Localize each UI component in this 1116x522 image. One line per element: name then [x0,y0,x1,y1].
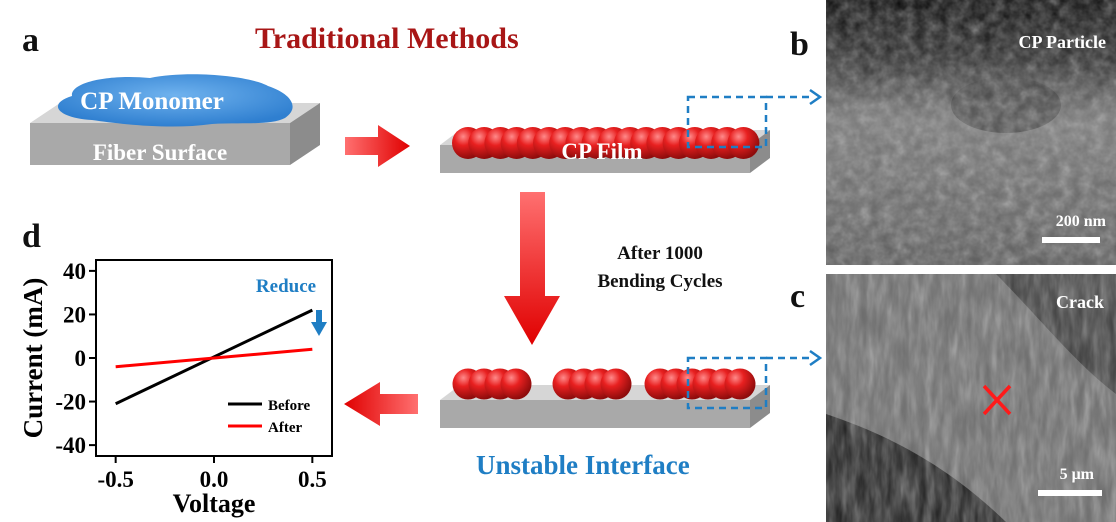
sem-image-particle: CP Particle 200 nm [826,0,1116,265]
panel-label-b: b [790,26,809,63]
y-tick-label: 40 [63,259,86,284]
y-axis-label: Current (mA) [18,278,48,439]
arrow-down [504,192,560,345]
reduce-annotation: Reduce [256,276,316,297]
bending-caption: After 1000 Bending Cycles [560,240,760,296]
panel-label-a: a [22,22,39,59]
panel-label-c: c [790,278,806,315]
y-tick-label: 0 [75,346,87,371]
cp-sphere [727,127,760,159]
x-axis-label: Voltage [173,489,256,518]
sem-crack-texture [826,274,1116,522]
cp-sphere [724,368,756,400]
sem-b-scale-bar [1042,237,1100,243]
cp-monomer-blob [57,74,293,127]
x-tick-label: -0.5 [97,467,133,492]
y-tick-label: -20 [55,390,86,415]
cp-film-spheres [452,127,760,159]
iv-chart: -0.5 0.0 0.5 40 20 0 -20 -40 Current (mA) Volta… [18,259,333,518]
reduce-down-arrow [311,310,327,336]
series-line-after [115,347,313,369]
crack-x-mark [982,384,1012,416]
cp-sphere [600,368,632,400]
sem-b-label: CP Particle [1018,32,1106,52]
panel-label-d: d [22,218,41,255]
cp-sphere [500,368,532,400]
zoom-box-bottom [686,356,768,410]
sem-b-scale-text: 200 nm [1055,213,1106,230]
monomer-label: CP Monomer [80,88,224,115]
sem-c-label: Crack [1056,292,1104,312]
bottom-title: Unstable Interface [476,450,690,480]
sem-c-scale-text: 5 μm [1059,466,1094,483]
sem-image-crack: Crack 5 μm [826,274,1116,522]
legend-label: Before [268,398,311,414]
bending-line-1: After 1000 [617,243,703,264]
arrow-left [344,382,418,426]
y-tick-label: -40 [55,433,86,458]
sem-particle-texture [826,0,1116,265]
y-tick-label: 20 [63,302,86,327]
arrow-right-1 [345,125,410,167]
fiber-surface-label: Fiber Surface [93,140,227,165]
sem-c-scale-bar [1038,490,1102,496]
cracked-film-spheres [452,368,756,400]
legend-label: After [268,420,302,436]
plot-frame [95,259,333,457]
bending-line-2: Bending Cycles [597,271,723,292]
film-label: CP Film [561,139,642,164]
zoom-box-top [686,95,768,149]
top-title: Traditional Methods [255,22,519,55]
x-tick-label: 0.5 [298,467,327,492]
x-tick-label: 0.0 [200,467,229,492]
